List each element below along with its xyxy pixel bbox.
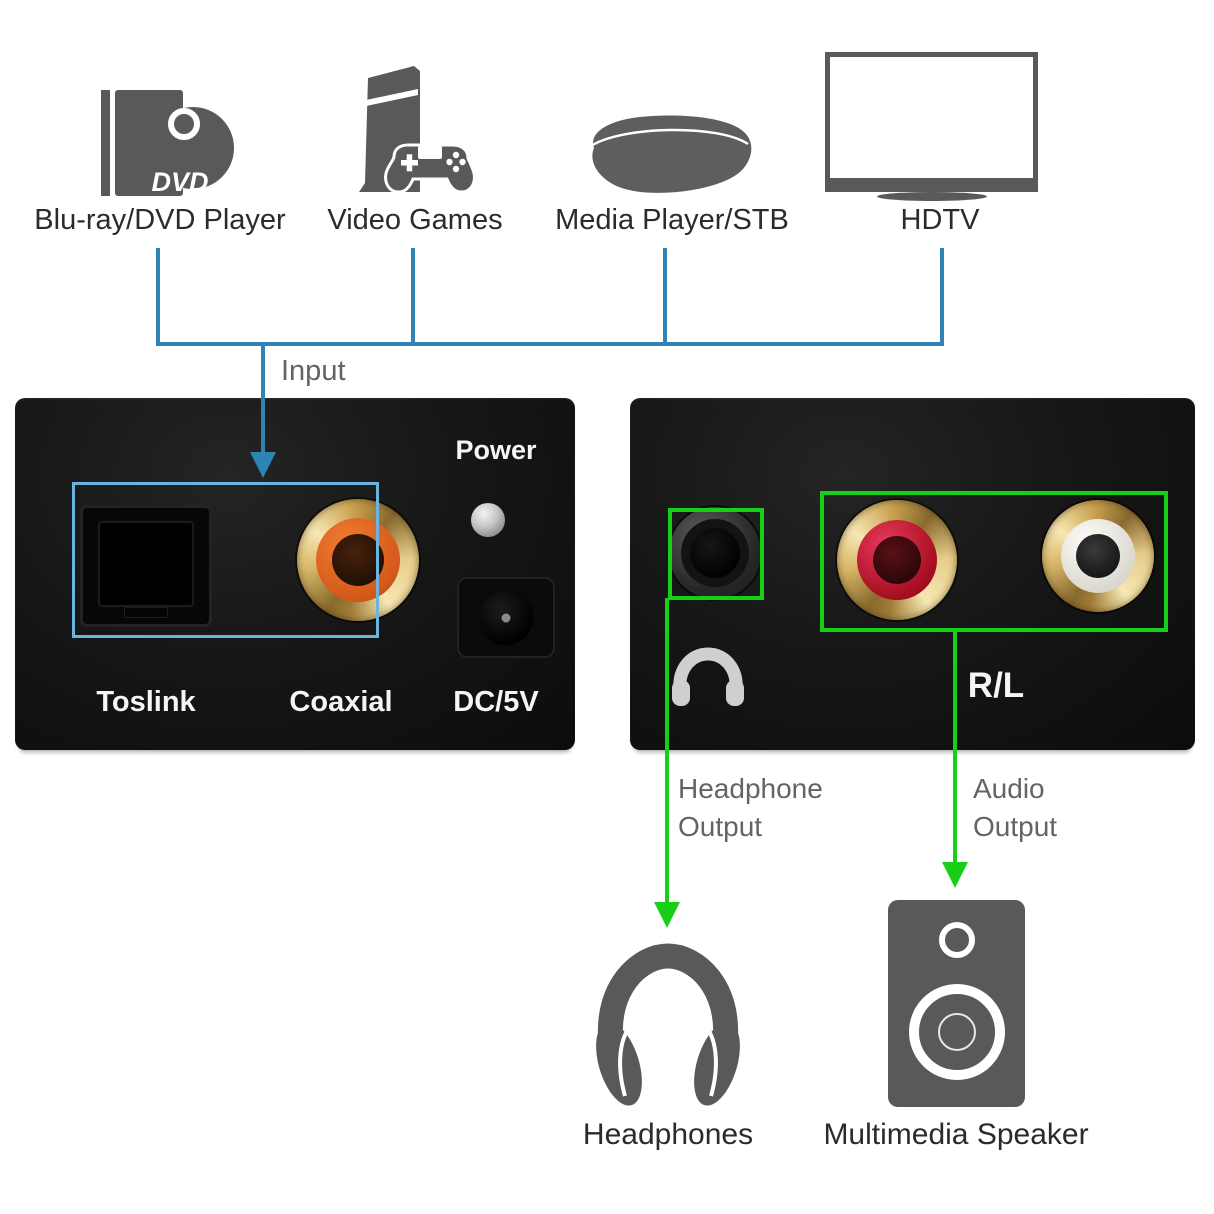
power-led: [471, 503, 505, 537]
bluray-dvd-player-icon: DVD: [101, 90, 234, 197]
dvd-badge: DVD: [151, 167, 208, 197]
source-label-bluray: Blu-ray/DVD Player: [34, 204, 286, 236]
toslink-label: Toslink: [96, 686, 196, 718]
headphones-icon: [596, 943, 740, 1106]
rca-white-port: [1042, 500, 1154, 612]
game-console-icon: [359, 66, 476, 194]
input-label: Input: [281, 355, 346, 387]
power-label: Power: [455, 435, 537, 465]
dc-power-jack: [457, 577, 555, 658]
headphone-jack-highlight-box: [668, 508, 764, 600]
connector-drop-bluray: [156, 248, 160, 346]
source-label-mediaplayer: Media Player/STB: [555, 204, 789, 236]
rca-red-port: [837, 500, 957, 620]
headphone-jack: [669, 507, 761, 599]
output-label-headphones: Headphones: [582, 1118, 754, 1151]
audio-output-label: Audio Output: [973, 773, 1058, 842]
audio-output-line: [953, 632, 957, 864]
connector-drop-hdtv: [940, 248, 944, 346]
input-ports-highlight-box: [72, 482, 379, 638]
headphone-symbol-icon: [672, 647, 744, 706]
converter-back-panel: R/L: [630, 398, 1195, 750]
headphone-output-line: [665, 598, 669, 906]
headphone-output-label: Headphone Output: [678, 773, 823, 842]
connector-drop-mediaplayer: [663, 248, 667, 346]
headphone-output-arrowhead-icon: [654, 902, 680, 928]
multimedia-speaker-icon: [888, 900, 1025, 1107]
converter-front-panel: Power Toslink Coaxial DC/5V: [15, 398, 575, 750]
rl-label: R/L: [967, 666, 1025, 705]
source-label-hdtv: HDTV: [900, 204, 980, 236]
dc5v-label: DC/5V: [453, 686, 539, 718]
media-player-icon: [590, 115, 752, 193]
coaxial-port: [297, 499, 419, 621]
input-arrowhead-icon: [250, 452, 276, 478]
source-label-videogames: Video Games: [327, 204, 503, 236]
toslink-port: [80, 505, 212, 627]
connector-drop-videogames: [411, 248, 415, 346]
output-label-speaker: Multimedia Speaker: [823, 1118, 1089, 1151]
connector-bus: [156, 342, 944, 346]
audio-output-arrowhead-icon: [942, 862, 968, 888]
input-stem: [261, 344, 265, 454]
coaxial-label: Coaxial: [289, 686, 393, 718]
rca-ports-highlight-box: [820, 491, 1168, 632]
